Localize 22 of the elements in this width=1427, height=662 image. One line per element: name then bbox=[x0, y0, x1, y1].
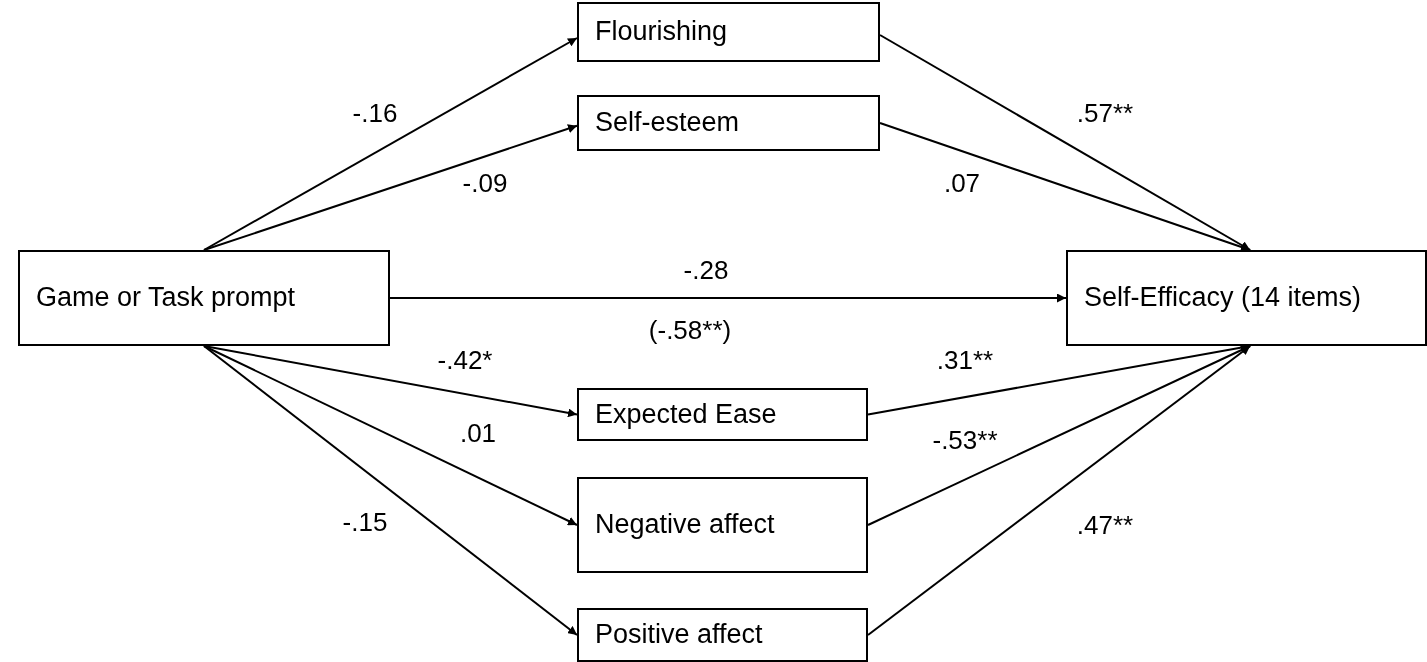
variable-box bbox=[577, 608, 868, 662]
arrow bbox=[203, 345, 578, 526]
variable-box bbox=[577, 388, 868, 441]
arrow bbox=[879, 122, 1252, 252]
arrow bbox=[203, 345, 578, 636]
arrow bbox=[389, 293, 1067, 303]
arrow bbox=[867, 345, 1252, 636]
variable-name: Self-esteem bbox=[595, 106, 740, 140]
variable-box bbox=[18, 250, 390, 346]
variable-name: Game or Task prompt bbox=[36, 281, 296, 315]
variable-name: Flourishing bbox=[595, 15, 728, 49]
variable-name: Positive affect bbox=[595, 618, 763, 652]
arrow bbox=[203, 37, 578, 251]
arrow bbox=[879, 34, 1252, 251]
variable-box bbox=[577, 477, 868, 573]
variable-box bbox=[577, 2, 880, 62]
variable-name: Negative affect bbox=[595, 508, 775, 542]
variable-name: Expected Ease bbox=[595, 397, 777, 431]
arrow bbox=[203, 124, 578, 251]
variable-name: Self-Efficacy (14 items) bbox=[1084, 281, 1362, 315]
variable-box bbox=[1066, 250, 1427, 346]
variable-box bbox=[577, 95, 880, 151]
